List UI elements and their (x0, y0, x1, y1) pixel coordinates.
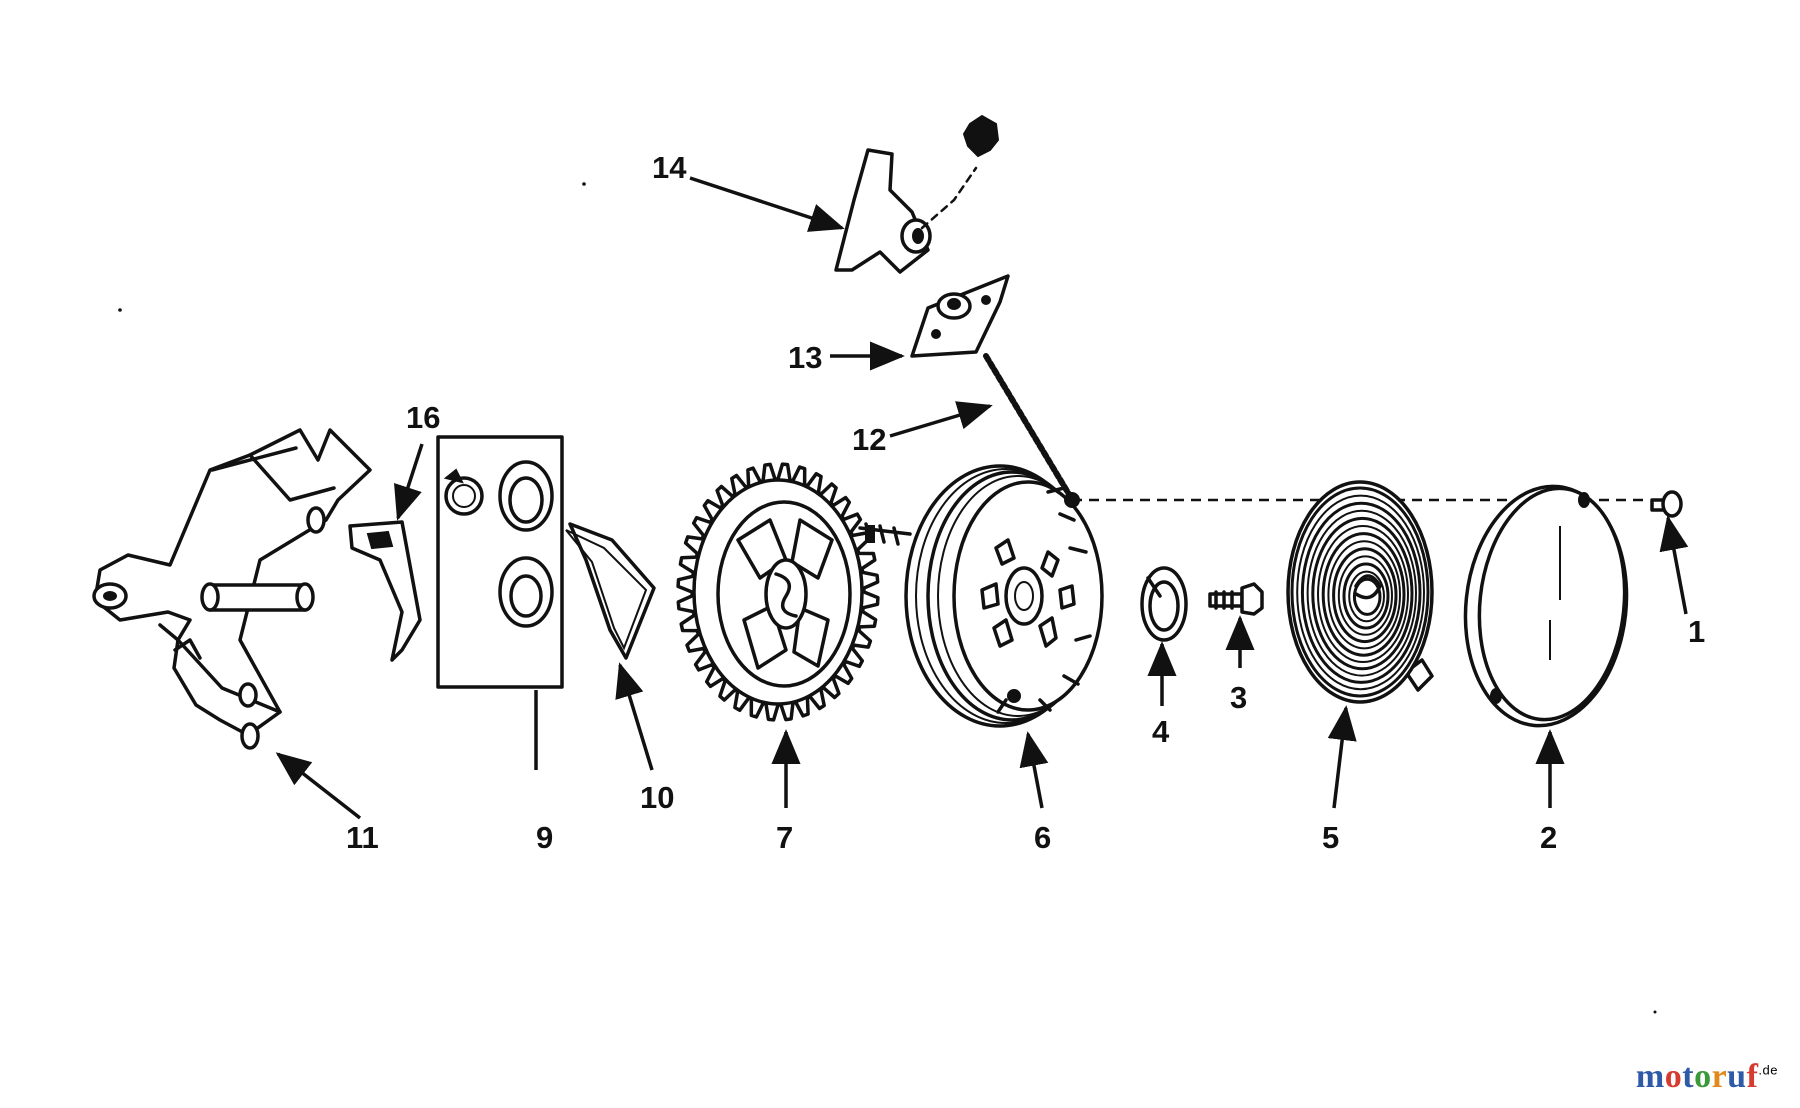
spring-coil (1290, 486, 1430, 698)
leader-1 (1659, 515, 1689, 615)
part-1-screw (1650, 490, 1683, 518)
watermark-tld: .de (1758, 1062, 1778, 1078)
part-10-wire-spring (565, 522, 656, 660)
callout-12: 12 (852, 422, 886, 457)
callout-4: 4 (1152, 714, 1170, 749)
part-2-cover-plate (1463, 484, 1629, 728)
part-4-bushing (1140, 566, 1188, 642)
part-14-starter-handle (834, 114, 1000, 274)
callout-9: 9 (536, 820, 553, 855)
spring-coil (1337, 555, 1394, 636)
part-3-screw (1208, 582, 1264, 616)
speck (582, 182, 586, 186)
part-6-pulley-housing (858, 464, 1104, 728)
spring-coil (1327, 540, 1401, 650)
leader-arrows (275, 176, 1689, 820)
callout-labels: 1 2 3 4 5 6 7 9 10 11 12 13 14 16 (346, 150, 1705, 855)
part-9-parts-card (436, 435, 564, 689)
part-12-starter-rope (983, 353, 1073, 499)
spring-coil (1306, 509, 1418, 677)
leader-11 (275, 752, 362, 820)
spring-coil (1321, 532, 1406, 657)
callout-2: 2 (1540, 820, 1557, 855)
leader-12 (889, 401, 993, 438)
leader-16 (394, 443, 424, 521)
speck (118, 308, 122, 312)
part-16-pawl (348, 520, 422, 662)
speck (1653, 1010, 1657, 1014)
leader-6 (1019, 731, 1049, 809)
callout-13: 13 (788, 340, 822, 375)
part-13-rope-plate (910, 274, 1010, 358)
callout-1: 1 (1688, 614, 1705, 649)
spring-coil (1300, 501, 1422, 684)
spring-coil (1348, 570, 1385, 623)
spring-coil (1332, 547, 1398, 644)
leader-5 (1327, 705, 1357, 809)
callout-16: 16 (406, 400, 440, 435)
callout-5: 5 (1322, 820, 1339, 855)
part-5-recoil-spring (1286, 480, 1434, 704)
callout-11: 11 (346, 820, 379, 855)
spring-coil (1317, 525, 1409, 663)
callout-10: 10 (640, 780, 674, 815)
callout-14: 14 (652, 150, 687, 185)
spring-coil (1311, 516, 1414, 671)
part-11-mounting-bracket (92, 428, 372, 750)
callout-6: 6 (1034, 820, 1051, 855)
spring-coil (1342, 562, 1390, 630)
part-7-ratchet-gear (676, 462, 880, 722)
motoruf-watermark-logo: motoruf.de (1636, 1058, 1778, 1096)
callout-7: 7 (776, 820, 793, 855)
watermark-brand: motoruf (1635, 1058, 1759, 1095)
leader-10 (615, 662, 654, 771)
callout-3: 3 (1230, 680, 1247, 715)
spring-coil (1296, 494, 1425, 691)
leader-14 (689, 176, 845, 232)
spring-coil (1352, 577, 1382, 616)
